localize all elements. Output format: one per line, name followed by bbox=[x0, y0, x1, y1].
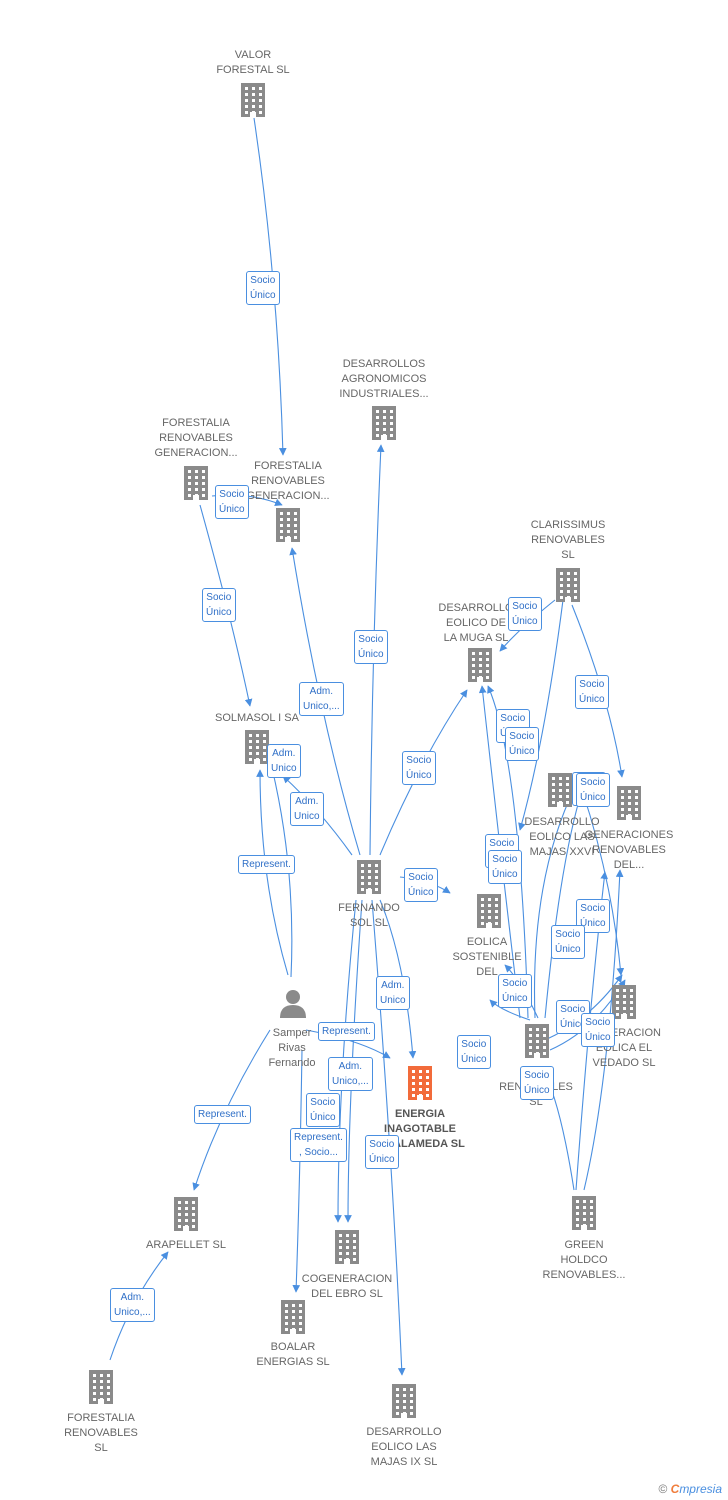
edge-samper-to-boalar bbox=[292, 1049, 303, 1293]
building-icon[interactable] bbox=[85, 1369, 117, 1410]
edge-label-nrenov-to-eolsost[interactable]: Socio Único bbox=[457, 1035, 491, 1069]
edge-nrenov-to-eolsost bbox=[489, 999, 531, 1021]
building-icon[interactable] bbox=[368, 405, 400, 446]
building-icon[interactable] bbox=[613, 785, 645, 826]
building-icon[interactable] bbox=[568, 1195, 600, 1236]
edge-label-nrenov-to-eolsost[interactable]: Socio Único bbox=[498, 974, 532, 1008]
edge-label-samper-to-fernando[interactable]: Represent. bbox=[238, 855, 295, 874]
edge-label-fernando-to-forgen2[interactable]: Adm. Unico,... bbox=[299, 682, 344, 716]
node-label-muga[interactable]: DESARROLLO EOLICO DE LA MUGA SL bbox=[438, 602, 514, 644]
node-label-clariss[interactable]: CLARISSIMUS RENOVABLES SL bbox=[530, 519, 606, 561]
edge-label-fernando-to-desagro[interactable]: Socio Único bbox=[354, 630, 388, 664]
empresia-watermark: © Cmpresia bbox=[658, 1482, 722, 1496]
building-icon[interactable] bbox=[237, 82, 269, 123]
person-icon[interactable] bbox=[278, 988, 308, 1023]
edge-label-fernando-to-solmasol[interactable]: Adm. Unico bbox=[290, 792, 324, 826]
node-label-green[interactable]: GREEN HOLDCO RENOVABLES... bbox=[542, 1239, 626, 1281]
edge-label-samper-to-solmasol[interactable]: Adm. Unico bbox=[267, 744, 301, 778]
node-label-boalar[interactable]: BOALAR ENERGIAS SL bbox=[256, 1341, 330, 1368]
edge-clariss-to-majas26 bbox=[518, 599, 564, 831]
brand-initial: C bbox=[670, 1482, 680, 1496]
node-label-valor[interactable]: VALOR FORESTAL SL bbox=[216, 49, 290, 76]
node-label-eolsost[interactable]: EOLICA SOSTENIBLE DEL bbox=[452, 936, 522, 978]
building-icon[interactable] bbox=[353, 859, 385, 900]
edge-samper-to-fernando bbox=[256, 769, 289, 976]
edge-nrenov-to-majas26 bbox=[533, 786, 576, 1019]
building-icon[interactable] bbox=[552, 567, 584, 608]
building-icon[interactable] bbox=[241, 729, 273, 770]
node-label-forgen2[interactable]: FORESTALIA RENOVABLES GENERACION... bbox=[246, 460, 330, 502]
building-icon[interactable] bbox=[331, 1229, 363, 1270]
copyright-symbol: © bbox=[658, 1482, 668, 1496]
edge-label-nrenov-to-majas26[interactable]: Socio Único bbox=[488, 850, 522, 884]
node-label-majas9[interactable]: DESARROLLO EOLICO LAS MAJAS IX SL bbox=[366, 1426, 442, 1468]
node-label-forren[interactable]: FORESTALIA RENOVABLES SL bbox=[64, 1412, 138, 1454]
building-icon[interactable] bbox=[404, 1065, 436, 1106]
edge-label-green-to-genren[interactable]: Socio Único bbox=[551, 925, 585, 959]
edges-layer bbox=[109, 117, 626, 1376]
edge-label-fernando-to-muga[interactable]: Socio Único bbox=[402, 751, 436, 785]
building-icon[interactable] bbox=[277, 1299, 309, 1340]
node-label-cogen[interactable]: COGENERACION DEL EBRO SL bbox=[301, 1273, 393, 1300]
node-label-majas26[interactable]: DESARROLLO EOLICO LAS MAJAS XXVI bbox=[524, 816, 600, 858]
node-label-arapellet[interactable]: ARAPELLET SL bbox=[146, 1239, 226, 1251]
edge-majas26-to-vedado bbox=[581, 789, 625, 976]
building-icon[interactable] bbox=[608, 984, 640, 1025]
edge-label-nrenov-to-vedado[interactable]: Socio Único bbox=[581, 1013, 615, 1047]
node-label-fernando[interactable]: FERNANDO SOL SL bbox=[338, 902, 400, 929]
building-icon[interactable] bbox=[388, 1383, 420, 1424]
edge-label-fernando-to-energia[interactable]: Adm. Unico bbox=[376, 976, 410, 1010]
edge-label-valor-to-forgen2[interactable]: Socio Único bbox=[246, 271, 280, 305]
building-icon[interactable] bbox=[170, 1196, 202, 1237]
edge-label-forgen1-to-solmasol[interactable]: Socio Único bbox=[202, 588, 236, 622]
node-label-solmasol[interactable]: SOLMASOL I SA bbox=[215, 712, 299, 724]
edge-nrenov-to-muga bbox=[487, 685, 529, 1019]
edge-label-samper-to-arapellet[interactable]: Represent. bbox=[194, 1105, 251, 1124]
edge-label-fernando-to-cogen[interactable]: Adm. Unico,... bbox=[328, 1057, 373, 1091]
edge-label-clariss-to-muga[interactable]: Socio Único bbox=[508, 597, 542, 631]
building-icon[interactable] bbox=[272, 507, 304, 548]
edge-label-nrenov-to-muga[interactable]: Socio Único bbox=[505, 727, 539, 761]
edge-label-majas26-to-vedado[interactable]: Socio Único bbox=[576, 773, 610, 807]
node-label-forgen1[interactable]: FORESTALIA RENOVABLES GENERACION... bbox=[154, 417, 238, 459]
building-icon[interactable] bbox=[473, 893, 505, 934]
edge-label-forren-to-arapellet[interactable]: Adm. Unico,... bbox=[110, 1288, 155, 1322]
node-label-samper[interactable]: Samper Rivas Fernando bbox=[268, 1027, 316, 1069]
brand-name: mpresia bbox=[679, 1482, 722, 1496]
node-label-desagro[interactable]: DESARROLLOS AGRONOMICOS INDUSTRIALES... bbox=[339, 358, 429, 400]
edge-label-samper-to-energia[interactable]: Represent. bbox=[318, 1022, 375, 1041]
building-icon[interactable] bbox=[544, 772, 576, 813]
edge-label-green-to-nrenov[interactable]: Socio Único bbox=[520, 1066, 554, 1100]
building-icon[interactable] bbox=[180, 465, 212, 506]
edge-label-fernando-to-cogen[interactable]: Socio Único bbox=[306, 1093, 340, 1127]
edge-fernando-to-energia bbox=[379, 899, 417, 1059]
edge-label-fernando-to-majas9[interactable]: Socio Único bbox=[365, 1135, 399, 1169]
edge-label-clariss-to-genren[interactable]: Socio Único bbox=[575, 675, 609, 709]
edge-label-forgen1-to-forgen2[interactable]: Socio Único bbox=[215, 485, 249, 519]
node-label-energia[interactable]: ENERGIA INAGOTABLE DE ALAMEDA SL bbox=[375, 1108, 465, 1150]
building-icon[interactable] bbox=[464, 647, 496, 688]
node-label-genren[interactable]: GENERACIONES RENOVABLES DEL... bbox=[584, 829, 674, 871]
edge-label-fernando-to-eolsost[interactable]: Socio Único bbox=[404, 868, 438, 902]
building-icon[interactable] bbox=[521, 1023, 553, 1064]
edge-green-to-vedado bbox=[583, 869, 624, 1191]
edge-label-samper-to-boalar[interactable]: Represent. , Socio... bbox=[290, 1128, 347, 1162]
